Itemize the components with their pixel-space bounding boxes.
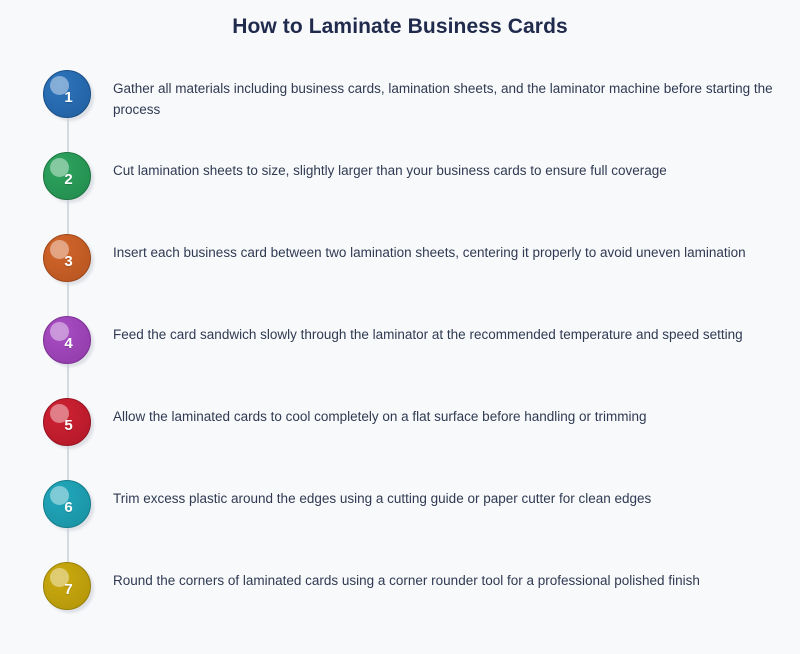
step-description: Gather all materials including business …	[113, 81, 773, 117]
step-connector-line	[66, 364, 69, 398]
step-connector-line	[66, 528, 69, 562]
step-marker-circle[interactable]: 3	[43, 234, 91, 282]
step-number: 6	[64, 498, 73, 516]
step-connector-line	[66, 118, 69, 152]
step-description: Allow the laminated cards to cool comple…	[113, 409, 647, 424]
step-row: 4 Feed the card sandwich slowly through t…	[0, 316, 800, 398]
step-row: 7 Round the corners of laminated cards us…	[0, 562, 800, 644]
step-marker-circle[interactable]: 5	[43, 398, 91, 446]
step-row: 1 Gather all materials including business…	[0, 70, 800, 152]
step-marker-circle[interactable]: 1	[43, 70, 91, 118]
step-marker[interactable]: 2	[43, 152, 94, 203]
step-marker[interactable]: 7	[43, 562, 94, 613]
step-description: Round the corners of laminated cards usi…	[113, 573, 700, 588]
step-connector-line	[66, 446, 69, 480]
step-marker-circle[interactable]: 4	[43, 316, 91, 364]
steps-list: 1 Gather all materials including business…	[0, 70, 800, 644]
step-marker[interactable]: 6	[43, 480, 94, 531]
step-connector-line	[66, 282, 69, 316]
step-number: 5	[64, 416, 73, 434]
page-title: How to Laminate Business Cards	[232, 15, 568, 38]
step-row: 3 Insert each business card between two l…	[0, 234, 800, 316]
step-connector-line	[66, 200, 69, 234]
step-marker[interactable]: 1	[43, 70, 94, 121]
step-marker[interactable]: 5	[43, 398, 94, 449]
step-marker[interactable]: 3	[43, 234, 94, 285]
step-row: 2 Cut lamination sheets to size, slightly…	[0, 152, 800, 234]
step-marker[interactable]: 4	[43, 316, 94, 367]
step-number: 2	[64, 170, 73, 188]
step-marker-circle[interactable]: 2	[43, 152, 91, 200]
step-description: Insert each business card between two la…	[113, 245, 746, 260]
step-description: Trim excess plastic around the edges usi…	[113, 491, 652, 506]
step-description: Cut lamination sheets to size, slightly …	[113, 163, 667, 178]
step-number: 3	[64, 252, 73, 270]
step-number: 4	[64, 334, 73, 352]
step-description: Feed the card sandwich slowly through th…	[113, 327, 743, 342]
step-number: 7	[64, 580, 73, 598]
step-row: 5 Allow the laminated cards to cool compl…	[0, 398, 800, 480]
step-marker-circle[interactable]: 7	[43, 562, 91, 610]
step-number: 1	[64, 88, 73, 106]
step-marker-circle[interactable]: 6	[43, 480, 91, 528]
step-row: 6 Trim excess plastic around the edges us…	[0, 480, 800, 562]
